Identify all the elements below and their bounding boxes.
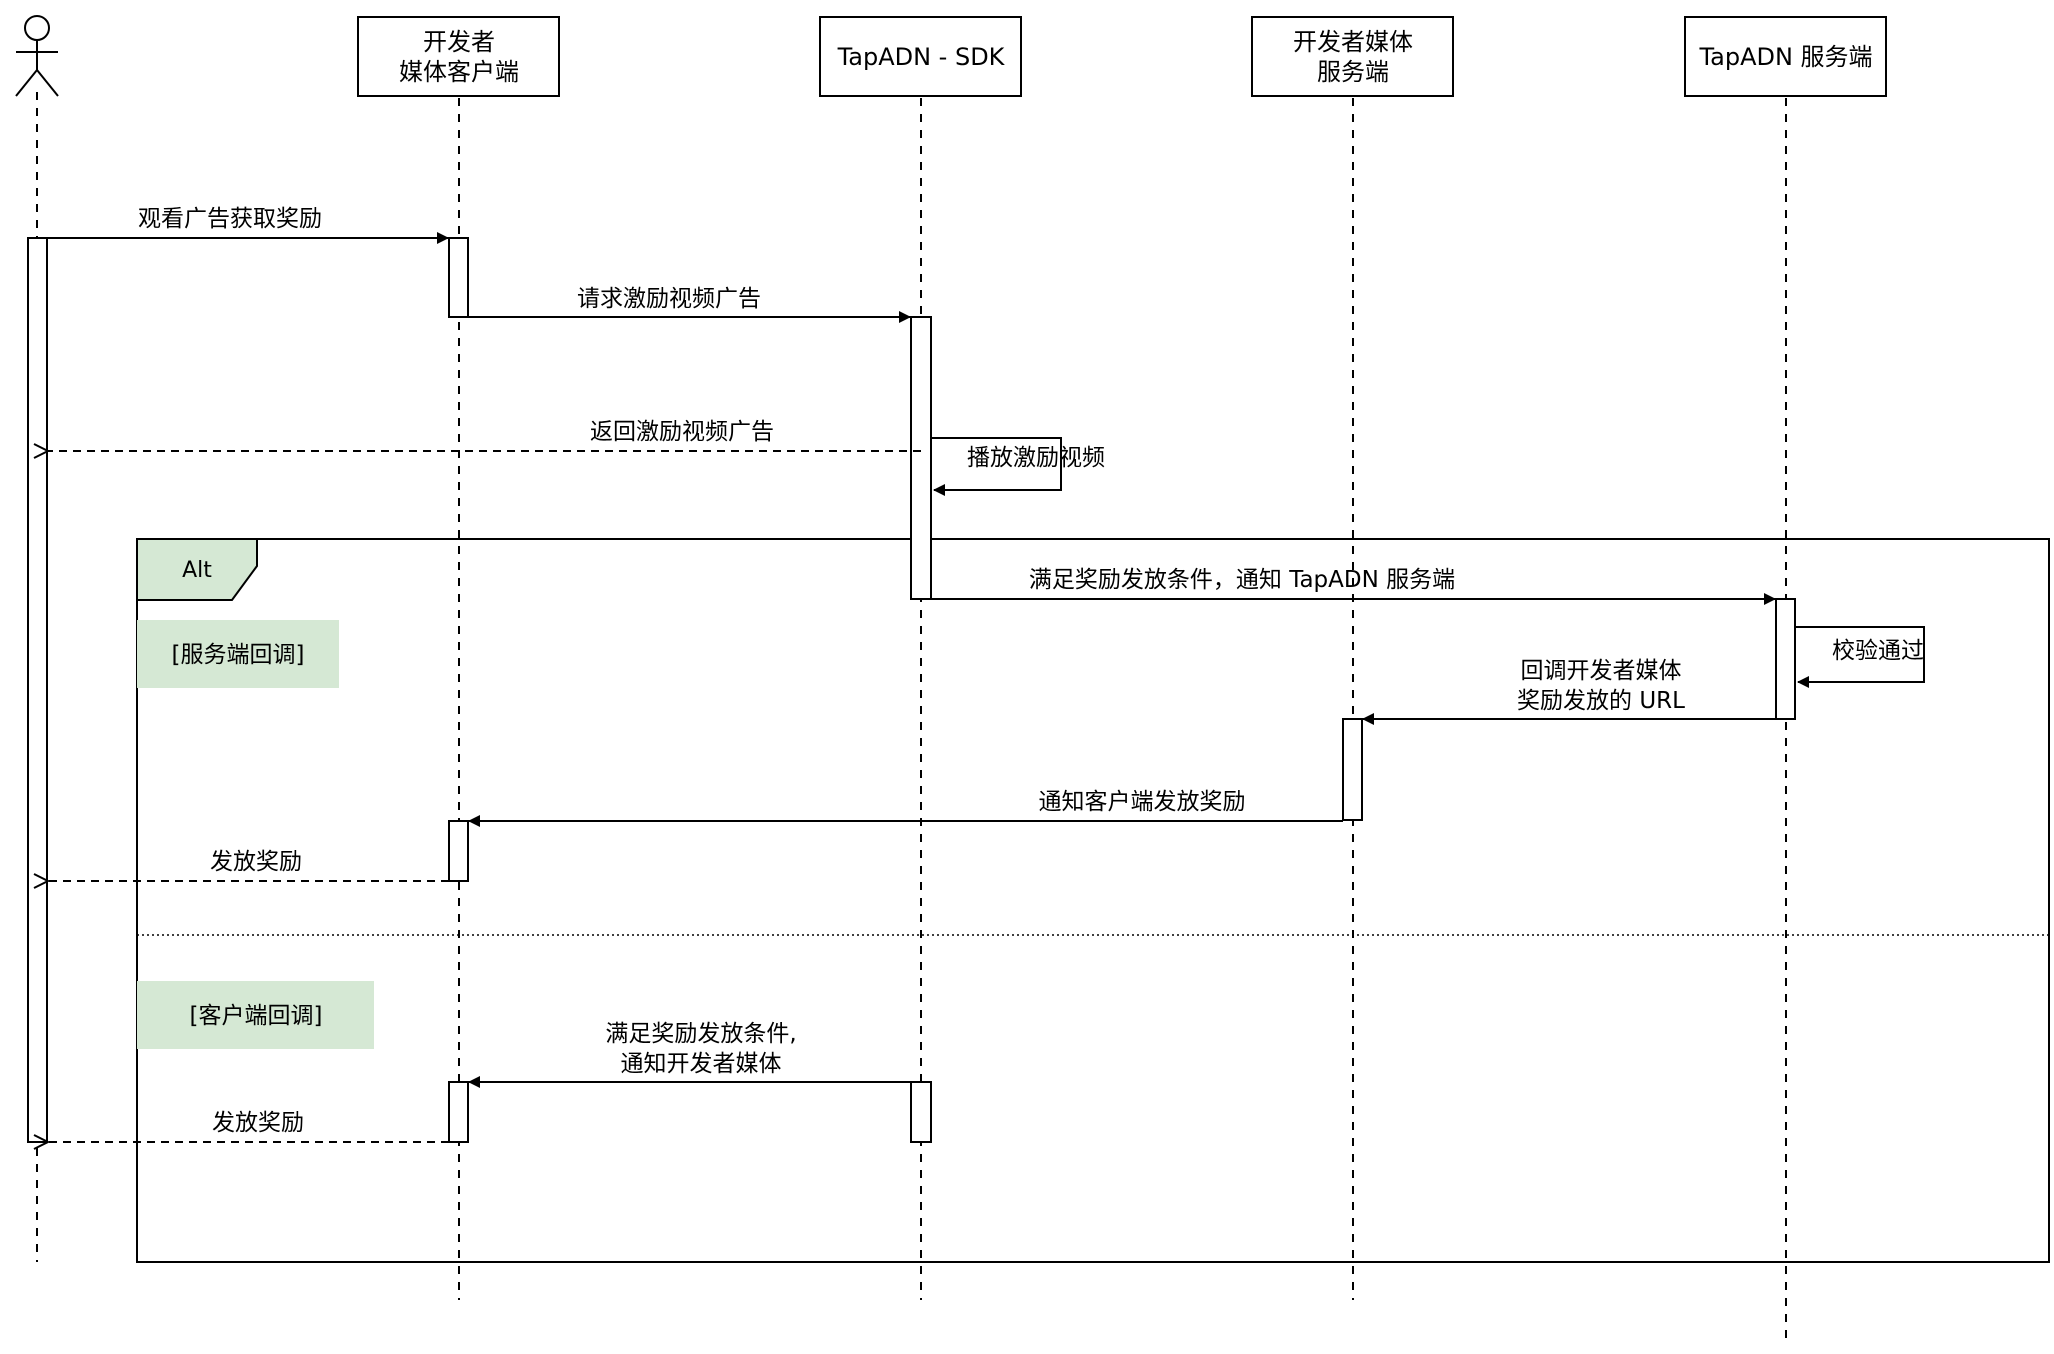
message-play-video: 播放激励视频	[967, 445, 1105, 471]
message-grant-reward-2: 发放奖励	[212, 1110, 304, 1136]
activation-devserver	[1342, 718, 1363, 821]
activations	[27, 237, 1796, 1143]
activation-client-3	[448, 1081, 469, 1143]
participant-client-box	[357, 16, 560, 97]
activation-client-2	[448, 820, 469, 882]
participant-devserver-box	[1251, 16, 1454, 97]
message-grant-reward-1: 发放奖励	[210, 849, 302, 875]
guard-client-callback: [客户端回调]	[190, 1003, 323, 1029]
message-request-ad: 请求激励视频广告	[577, 286, 761, 312]
activation-sdk-1	[910, 316, 932, 600]
participants: 开发者 媒体客户端 TapADN - SDK 开发者媒体 服务端 TapADN …	[15, 15, 1887, 97]
message-notify-client: 通知客户端发放奖励	[1039, 789, 1246, 815]
message-notify-devmedia-line1: 满足奖励发放条件,	[605, 1021, 796, 1047]
participant-sdk-label: TapADN - SDK	[837, 43, 1006, 71]
messages: 观看广告获取奖励 请求激励视频广告 返回激励视频广告 播放激励视频 满足奖励发放…	[47, 206, 1925, 1142]
alt-frame: Alt [服务端回调] [客户端回调]	[136, 538, 2050, 1263]
participant-tapserver-label: TapADN 服务端	[1698, 43, 1872, 71]
message-notify-devmedia-line2: 通知开发者媒体	[621, 1051, 782, 1077]
activation-tapserver	[1775, 598, 1796, 720]
alt-frame-border	[136, 538, 2050, 1263]
participant-devserver-line2: 服务端	[1317, 58, 1389, 86]
participant-tapserver-box	[1684, 16, 1887, 97]
actor-user-icon	[15, 15, 59, 97]
alt-frame-label-tab	[136, 538, 258, 601]
message-verify-pass: 校验通过	[1832, 638, 1924, 664]
participant-sdk-box	[819, 16, 1022, 97]
message-play-video-arrow	[931, 437, 1062, 496]
participant-client-line1: 开发者	[423, 28, 495, 56]
guard-server-callback: [服务端回调]	[172, 642, 305, 668]
message-notify-tapserver: 满足奖励发放条件，通知 TapADN 服务端	[1029, 567, 1455, 593]
message-return-ad: 返回激励视频广告	[590, 419, 774, 445]
guard-server-callback-bg	[137, 620, 339, 688]
message-watch-ad: 观看广告获取奖励	[138, 206, 322, 232]
message-callback-url-line1: 回调开发者媒体	[1521, 658, 1682, 684]
participant-devserver-line1: 开发者媒体	[1293, 28, 1413, 56]
activation-sdk-2	[910, 1081, 932, 1143]
activation-user	[27, 237, 48, 1143]
alt-frame-label: Alt	[182, 558, 212, 583]
message-callback-url-line2: 奖励发放的 URL	[1517, 688, 1685, 714]
activation-client-1	[448, 237, 469, 318]
guard-client-callback-bg	[137, 981, 374, 1049]
participant-client-line2: 媒体客户端	[399, 58, 519, 86]
message-verify-pass-arrow	[1795, 626, 1925, 688]
